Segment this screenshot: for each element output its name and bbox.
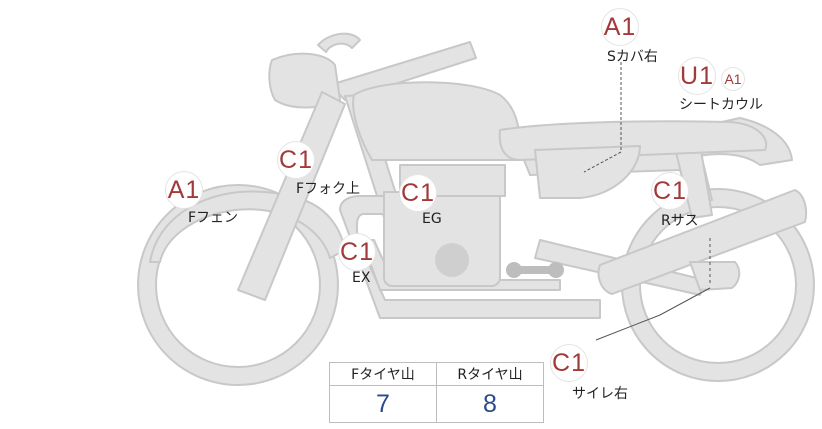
muffler-shape bbox=[597, 189, 808, 295]
leader-s-cover bbox=[583, 62, 622, 173]
r-suspension-code-badge[interactable]: C1 bbox=[651, 172, 689, 210]
leader-muffler bbox=[595, 287, 711, 341]
f-fork-upper-label: Fフォク上 bbox=[296, 181, 361, 197]
fuel-tank-shape bbox=[352, 81, 521, 161]
seat-cowl-code-badge[interactable]: U1 bbox=[678, 57, 716, 95]
seat-cowl-sub-code-badge[interactable]: A1 bbox=[721, 67, 745, 91]
muffler-right-label: サイレ右 bbox=[572, 386, 628, 402]
side-cover-shape bbox=[534, 145, 641, 199]
engine-label: EG bbox=[422, 211, 442, 227]
f-fender-label: Fフェン bbox=[188, 210, 239, 226]
tire-tread-table: Fタイヤ山 Rタイヤ山 7 8 bbox=[329, 362, 544, 423]
front-tire-header: Fタイヤ山 bbox=[329, 362, 437, 386]
r-suspension-label: Rサス bbox=[661, 213, 699, 229]
engine-code-badge[interactable]: C1 bbox=[399, 174, 437, 212]
exhaust-label: EX bbox=[352, 270, 371, 286]
f-fender-code-badge[interactable]: A1 bbox=[165, 171, 203, 209]
front-fork-shape bbox=[237, 91, 346, 301]
s-cover-right-label: Sカバ右 bbox=[607, 49, 658, 65]
s-cover-right-code-badge[interactable]: A1 bbox=[601, 8, 639, 46]
rear-tire-header: Rタイヤ山 bbox=[436, 362, 544, 386]
front-tire-value: 7 bbox=[329, 385, 437, 423]
f-fork-upper-code-badge[interactable]: C1 bbox=[277, 141, 315, 179]
rear-tire-value: 8 bbox=[436, 385, 544, 423]
seat-cowl-label: シートカウル bbox=[679, 97, 763, 113]
engine-block-shape bbox=[383, 191, 501, 287]
muffler-right-code-badge[interactable]: C1 bbox=[550, 344, 588, 382]
exhaust-code-badge[interactable]: C1 bbox=[338, 233, 376, 271]
